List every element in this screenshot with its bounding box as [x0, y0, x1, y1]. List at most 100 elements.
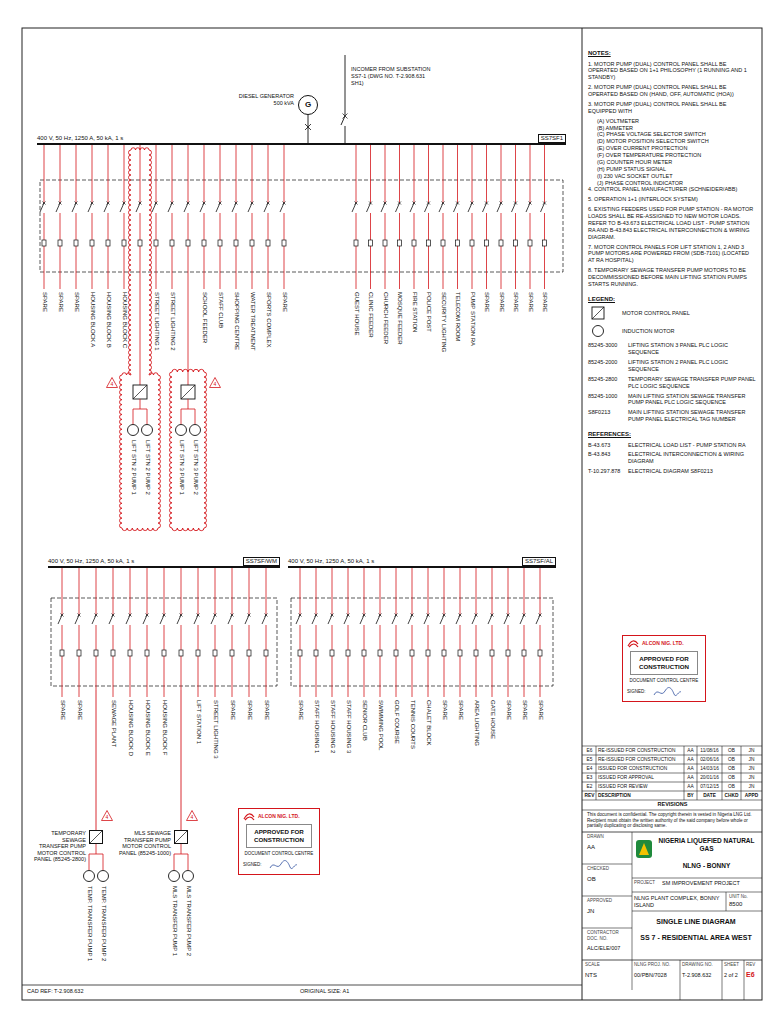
company-logo	[639, 843, 649, 855]
feeder-label: GOLF COURSE	[393, 700, 400, 744]
panel-diagonal	[592, 307, 604, 319]
table-rule	[582, 864, 632, 865]
breaker-blade	[410, 203, 414, 212]
feeder-line	[414, 145, 415, 203]
breaker-blade	[152, 203, 156, 212]
induction-motor	[98, 871, 109, 882]
reference-code: 85245-3000	[588, 342, 628, 356]
reference-code: 85245-2000	[588, 359, 628, 373]
table-header: REV	[583, 793, 596, 799]
feeder-line	[198, 625, 199, 697]
fuse-symbol	[250, 240, 254, 246]
note-heading: REFERENCES:	[588, 431, 756, 439]
fuse-symbol	[162, 650, 166, 656]
breaker-blade	[497, 203, 501, 212]
breaker-blade	[424, 615, 428, 624]
motor-cable	[188, 399, 189, 409]
table-header: APPD	[741, 793, 762, 799]
table-rule	[582, 773, 762, 774]
table-cell: JN	[741, 784, 762, 790]
feeder-line	[524, 568, 525, 615]
induction-motor	[190, 425, 201, 436]
site-name: NLNG PLANT COMPLEX, BONNY ISLAND	[634, 895, 724, 909]
reference-row: S8F0213MAIN LIFTING STATION SEWAGE TRANS…	[588, 409, 756, 423]
breaker-contact	[343, 114, 348, 119]
stamp-signed: SIGNED:	[627, 689, 646, 695]
note-heading: LEGEND:	[588, 296, 756, 304]
motor-cable	[147, 409, 148, 425]
stamp-logo	[627, 639, 639, 648]
fuse-symbol	[264, 650, 268, 656]
feeder-line	[204, 213, 205, 289]
note-subitem: (B) AMMETER	[588, 125, 756, 132]
feeder-line	[181, 568, 182, 615]
note-text: 8. TEMPORARY SEWAGE TRANSFER PUMP MOTORS…	[588, 267, 756, 288]
breaker-blade	[367, 203, 371, 212]
panel-diagonal	[181, 385, 195, 399]
breaker-blade	[143, 615, 147, 624]
fuse-symbol	[213, 650, 217, 656]
breaker-blade	[40, 203, 44, 212]
motor-label: LIFT STN 3 PUMP 2	[192, 440, 199, 495]
feeder-line	[266, 625, 267, 697]
breaker-blade	[104, 203, 108, 212]
stamp-logo	[243, 812, 255, 821]
feeder-label: AREA LIGHTING	[473, 700, 480, 746]
feeder-label: POLICE POST	[425, 292, 432, 332]
breaker-blade	[454, 203, 458, 212]
fuse-symbol	[94, 650, 98, 656]
feeder-line	[486, 145, 487, 203]
feeder-label: TENNIS COURTS	[409, 700, 416, 749]
breaker-blade	[136, 203, 140, 212]
breaker-blade	[381, 203, 385, 212]
table-rule	[582, 800, 762, 801]
feeder-line	[215, 568, 216, 615]
drawing-subtitle: SS 7 - RESIDENTIAL AREA WEST	[634, 934, 758, 943]
feeder-label: LIFT STATION 1	[195, 700, 202, 744]
motor-label: LIFT STN 2 PUMP 1	[130, 440, 137, 495]
fuse-symbol	[106, 240, 110, 246]
breaker-blade	[392, 615, 396, 624]
induction-motor	[183, 871, 194, 882]
note-heading: NOTES:	[588, 50, 756, 58]
switchboard-tag: SS7SF1	[538, 134, 566, 143]
feeder-line	[284, 145, 285, 203]
stamp-header: ALCON NIG. LTD.	[243, 812, 315, 821]
table-cell: ISSUED FOR APPROVAL	[598, 775, 684, 781]
reference-row: 85245-2000LIFTING STATION 2 PANEL PLC LO…	[588, 359, 756, 373]
feeder-line	[412, 625, 413, 697]
breaker-blade	[456, 615, 460, 624]
fuse-symbol	[427, 240, 431, 246]
table-rule	[582, 896, 632, 897]
reference-text: ELECTRICAL DIAGRAM S8F0213	[628, 468, 756, 475]
panel-symbol	[592, 307, 604, 319]
breaker-blade	[109, 615, 113, 624]
table-cell: JN	[741, 766, 762, 772]
fuse-symbol	[543, 240, 547, 246]
feeder-line	[62, 568, 63, 615]
breaker-blade	[216, 203, 220, 212]
feeder-line	[147, 568, 148, 615]
breaker-blade	[526, 203, 530, 212]
table-rule	[697, 746, 698, 800]
feeder-line	[113, 568, 114, 615]
table-cell: OB	[722, 766, 741, 772]
feeder-label: FIRE STATION	[411, 292, 418, 332]
feeder-line	[524, 625, 525, 697]
field-caption: DRAWN	[587, 834, 631, 840]
breaker-blade	[211, 615, 215, 624]
feeder-line	[476, 568, 477, 615]
feeder-line	[492, 625, 493, 697]
feeder-label: MOSQUE FEEDER	[396, 292, 403, 345]
table-cell: OB	[722, 775, 741, 781]
feeder-line	[370, 213, 371, 289]
feeder-label: SPARE	[263, 700, 270, 720]
reference-text: ELECTRICAL LOAD LIST - PUMP STATION RA	[628, 442, 756, 449]
fuse-symbol	[179, 650, 183, 656]
project-name: SM IMPROVEMENT PROJECT	[662, 880, 758, 887]
note-text: 7. MOTOR CONTROL PANELS FOR LIFT STATION…	[588, 244, 756, 265]
feeder-line	[332, 568, 333, 615]
panel-diagonal	[133, 385, 147, 399]
motor-cable	[181, 844, 182, 854]
feeder-line	[108, 145, 109, 203]
